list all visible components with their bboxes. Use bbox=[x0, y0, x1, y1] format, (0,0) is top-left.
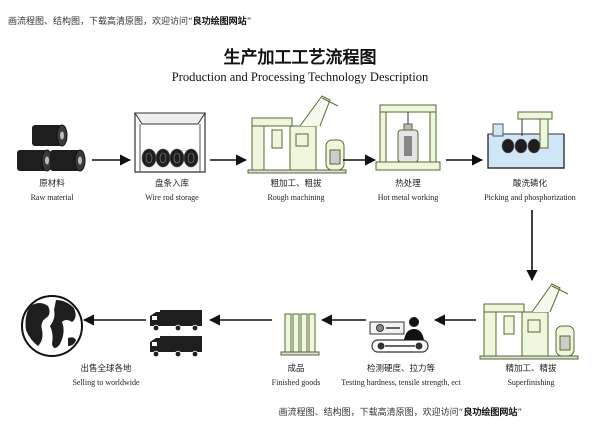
coil-storage-bin-icon bbox=[134, 112, 206, 173]
step-rough-label-en: Rough machining bbox=[267, 193, 324, 202]
step-raw-label-cn: 原材料 bbox=[39, 178, 65, 189]
step-goods-label-en: Finished goods bbox=[272, 378, 321, 387]
step-pickling-label-en: Picking and phosphorization bbox=[484, 193, 576, 202]
step-storage-label-cn: 盘条入库 bbox=[155, 178, 190, 189]
diagram-title: 生产加工工艺流程图 bbox=[223, 48, 377, 68]
step-heat-label-cn: 热处理 bbox=[395, 178, 421, 189]
pickling-tank-icon bbox=[487, 111, 565, 169]
finishing-machine-icon bbox=[479, 283, 579, 360]
step-testing-label-en: Testing hardness, tensile strength, ect bbox=[341, 378, 461, 387]
step-finish-label-cn: 精加工、精拔 bbox=[505, 363, 557, 374]
step-pickling-label-cn: 酸洗磷化 bbox=[513, 178, 548, 189]
step-sell-label-cn: 出售全球各地 bbox=[80, 363, 132, 374]
step-goods-label-cn: 成品 bbox=[287, 363, 304, 374]
watermark-top: 画流程图、结构图，下载高清原图，欢迎访问“良功绘图网站” bbox=[8, 17, 252, 27]
globe-icon bbox=[21, 295, 83, 357]
testing-station-icon bbox=[369, 317, 429, 353]
step-rough-label-cn: 粗加工、粗拔 bbox=[270, 178, 322, 189]
steel-coils-icon bbox=[17, 124, 86, 172]
diagram-subtitle: Production and Processing Technology Des… bbox=[171, 70, 429, 84]
step-heat-label-en: Hot metal working bbox=[378, 193, 438, 202]
heat-treatment-furnace-icon bbox=[375, 104, 441, 171]
step-storage-label-en: Wire rod storage bbox=[145, 193, 199, 202]
step-sell-label-en: Selling to worldwide bbox=[72, 378, 140, 387]
step-raw-label-en: Raw material bbox=[31, 193, 75, 202]
truck-icon bbox=[150, 336, 202, 358]
watermark-bottom: 画流程图、结构图，下载高清原图，欢迎访问“良功绘图网站” bbox=[278, 408, 522, 418]
step-finish-label-en: Superfinishing bbox=[507, 378, 554, 387]
step-testing-label-cn: 检测硬度、拉力等 bbox=[367, 363, 436, 374]
drawing-machine-icon bbox=[247, 95, 347, 174]
truck-icon bbox=[150, 310, 202, 332]
finished-goods-icon bbox=[280, 313, 320, 356]
